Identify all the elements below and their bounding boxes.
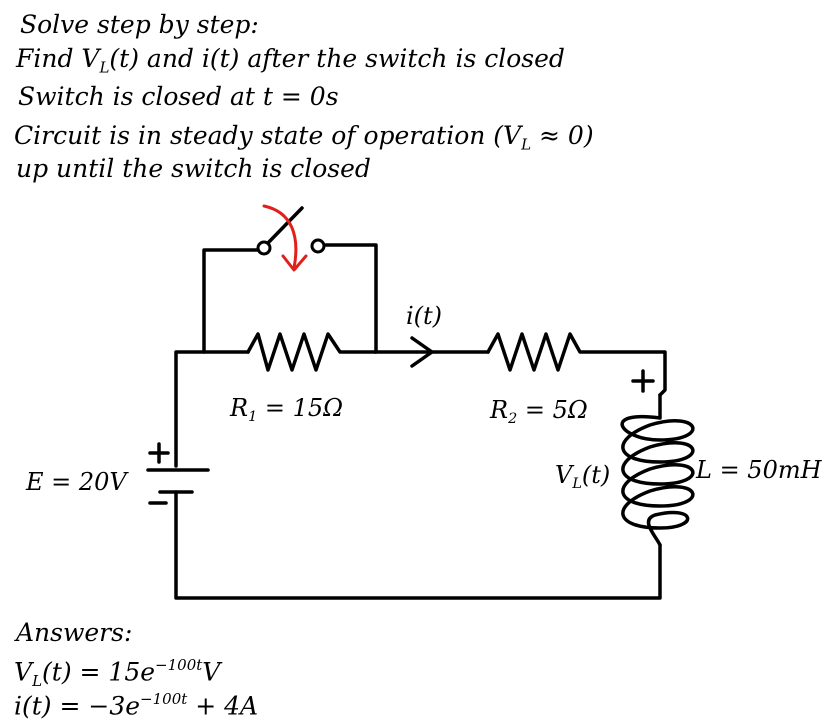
switch-arrow-head bbox=[281, 254, 308, 272]
instruction-text-post: ≈ 0) bbox=[531, 121, 594, 150]
answer-vl-post: V bbox=[202, 657, 221, 687]
vl-symbol: V bbox=[555, 461, 573, 489]
subscript: L bbox=[521, 135, 532, 154]
instruction-text-pre: Find V bbox=[16, 44, 100, 73]
switch-wire-right bbox=[324, 243, 378, 354]
inductor-label: L = 50mH bbox=[696, 456, 822, 484]
instruction-line-5: up until the switch is closed bbox=[16, 154, 371, 184]
instruction-text-post: (t) and i(t) after the switch is closed bbox=[109, 44, 565, 73]
r1-label: R1 = 15Ω bbox=[230, 394, 343, 431]
answer-vl-subscript: L bbox=[32, 671, 43, 690]
answer-i: i(t) = −3e−100t + 4A bbox=[14, 684, 258, 722]
r1-value: = 15Ω bbox=[257, 394, 344, 422]
answers-heading: Answers: bbox=[16, 618, 132, 648]
vl-tail: (t) bbox=[581, 461, 611, 489]
vl-label: VL(t) bbox=[555, 461, 610, 498]
current-label: i(t) bbox=[406, 302, 442, 330]
switch-blade bbox=[264, 206, 304, 247]
instruction-line-4: Circuit is in steady state of operation … bbox=[14, 121, 594, 159]
answer-i-exponent: −100t bbox=[140, 690, 188, 708]
instruction-text: Solve step by step: bbox=[20, 10, 259, 39]
r2-subscript: 2 bbox=[508, 411, 518, 428]
r2-symbol: R bbox=[490, 396, 509, 424]
r1-resistor bbox=[246, 332, 377, 372]
answer-i-post: + 4A bbox=[187, 691, 259, 721]
r1-symbol: R bbox=[230, 394, 249, 422]
switch-contact-left bbox=[256, 240, 272, 256]
instruction-text: Switch is closed at t = 0s bbox=[18, 82, 339, 111]
vl-subscript: L bbox=[572, 476, 582, 493]
answer-vl-exponent: −100t bbox=[155, 656, 203, 674]
answers-heading-text: Answers: bbox=[16, 618, 133, 647]
r1-subscript: 1 bbox=[248, 409, 258, 426]
source-label: E = 20V bbox=[26, 468, 127, 496]
instruction-text: up until the switch is closed bbox=[16, 154, 371, 183]
instruction-line-1: Solve step by step: bbox=[20, 10, 259, 40]
wire-left-upper bbox=[174, 350, 250, 468]
answer-i-pre: i(t) = −3e bbox=[14, 691, 141, 721]
wire-left-lower bbox=[174, 490, 662, 600]
switch-wire-left bbox=[202, 248, 260, 354]
r2-label: R2 = 5Ω bbox=[490, 396, 588, 433]
switch-contact-right bbox=[310, 238, 326, 254]
answer-vl-mid: (t) = 15e bbox=[42, 657, 156, 687]
switch-arrow-icon bbox=[262, 204, 298, 270]
inductor-text: L = 50mH bbox=[696, 456, 822, 484]
battery-plus-icon bbox=[148, 442, 170, 464]
answer-vl-pre: V bbox=[14, 657, 33, 687]
r2-value: = 5Ω bbox=[517, 396, 588, 424]
subscript: L bbox=[99, 58, 110, 77]
inductor-plus-icon bbox=[631, 369, 655, 393]
instruction-line-2: Find VL(t) and i(t) after the switch is … bbox=[16, 44, 565, 82]
inductor-coil bbox=[620, 393, 695, 547]
instruction-line-3: Switch is closed at t = 0s bbox=[18, 82, 339, 112]
instruction-text-pre: Circuit is in steady state of operation … bbox=[14, 121, 522, 150]
current-arrow bbox=[410, 336, 434, 368]
r2-resistor bbox=[486, 332, 667, 397]
answer-vl: VL(t) = 15e−100tV bbox=[14, 650, 220, 696]
source-text: E = 20V bbox=[26, 468, 127, 496]
current-text: i(t) bbox=[406, 302, 443, 330]
